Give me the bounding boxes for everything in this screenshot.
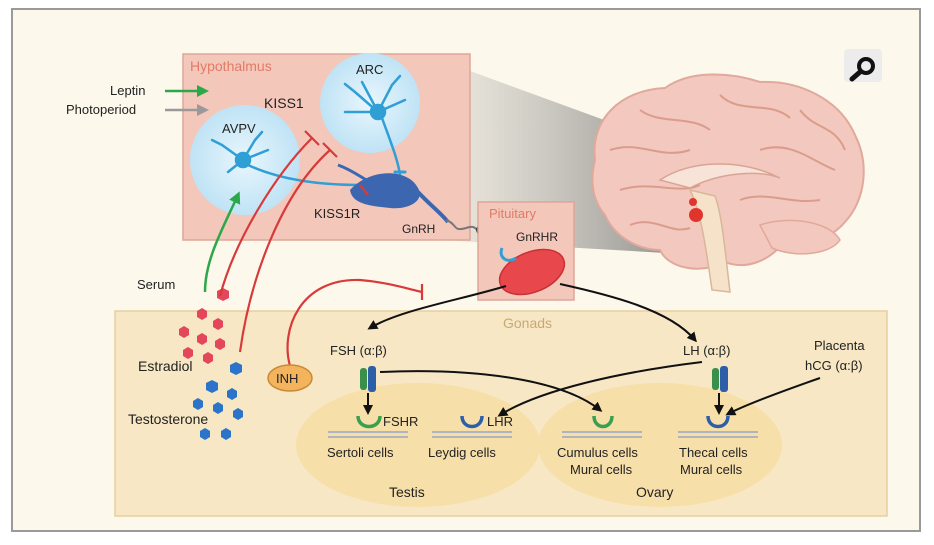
lhr-receptor (460, 415, 484, 429)
hcg-label: hCG (α:β) (805, 358, 863, 373)
fshr-receptor (356, 415, 382, 429)
leptin-label: Leptin (110, 83, 145, 98)
serum-label: Serum (137, 277, 175, 292)
fsh-release-arrow (367, 285, 507, 330)
thecal-label: Thecal cells (679, 445, 748, 460)
testosterone-molecules (193, 362, 243, 440)
lh-to-lhr-arrow (497, 361, 703, 417)
thecal-receptor (706, 415, 730, 429)
photoperiod-label: Photoperiod (66, 102, 136, 117)
testis-region (296, 383, 540, 507)
avpv-neuron (210, 130, 362, 187)
kiss1r-label: KISS1R (314, 206, 360, 221)
cumulus-label: Cumulus cells (557, 445, 638, 460)
gonads-label: Gonads (503, 315, 552, 331)
fsh-to-cumulus-arrow (379, 370, 603, 412)
mural-label-2: Mural cells (680, 462, 743, 477)
estradiol-stimulate-avpv-arrow (203, 191, 241, 293)
testosterone-label: Testosterone (128, 411, 208, 427)
lhr-label: LHR (487, 414, 513, 429)
avpv-label: AVPV (222, 121, 256, 136)
lh-label: LH (α:β) (683, 343, 731, 358)
inhibitory-lines (218, 130, 424, 367)
fsh-label: FSH (α:β) (330, 343, 387, 358)
membranes (328, 431, 758, 438)
arc-nucleus (320, 53, 420, 153)
gnrhr-receptor (499, 247, 517, 262)
inh-label: INH (276, 371, 298, 386)
cumulus-receptor (592, 415, 614, 429)
lh-hormone (712, 366, 728, 392)
gnrhr-label: GnRHR (516, 230, 558, 244)
magnifier-icon[interactable] (844, 49, 882, 82)
kiss1-label: KISS1 (264, 95, 304, 111)
mural-label-1: Mural cells (570, 462, 633, 477)
testis-label: Testis (389, 484, 425, 500)
lh-release-arrow (559, 283, 697, 343)
leydig-label: Leydig cells (428, 445, 496, 460)
pituitary-label: Pituitary (489, 206, 536, 221)
gnrh-neuron (337, 163, 450, 224)
brain-illustration (591, 73, 865, 293)
hypothalamus-label: Hypothalmus (190, 58, 272, 74)
sertoli-label: Sertoli cells (327, 445, 394, 460)
fsh-hormone (360, 366, 376, 392)
arc-neuron (343, 74, 407, 177)
estradiol-molecules (179, 288, 229, 364)
gnrh-label: GnRH (402, 222, 435, 236)
estradiol-label: Estradiol (138, 358, 192, 374)
hcg-arrow (725, 377, 821, 416)
placenta-label: Placenta (814, 338, 865, 353)
ovary-label: Ovary (636, 484, 673, 500)
arc-label: ARC (356, 62, 383, 77)
fshr-label: FSHR (383, 414, 418, 429)
pituitary-cell (498, 248, 566, 296)
inh-badge (267, 364, 313, 392)
